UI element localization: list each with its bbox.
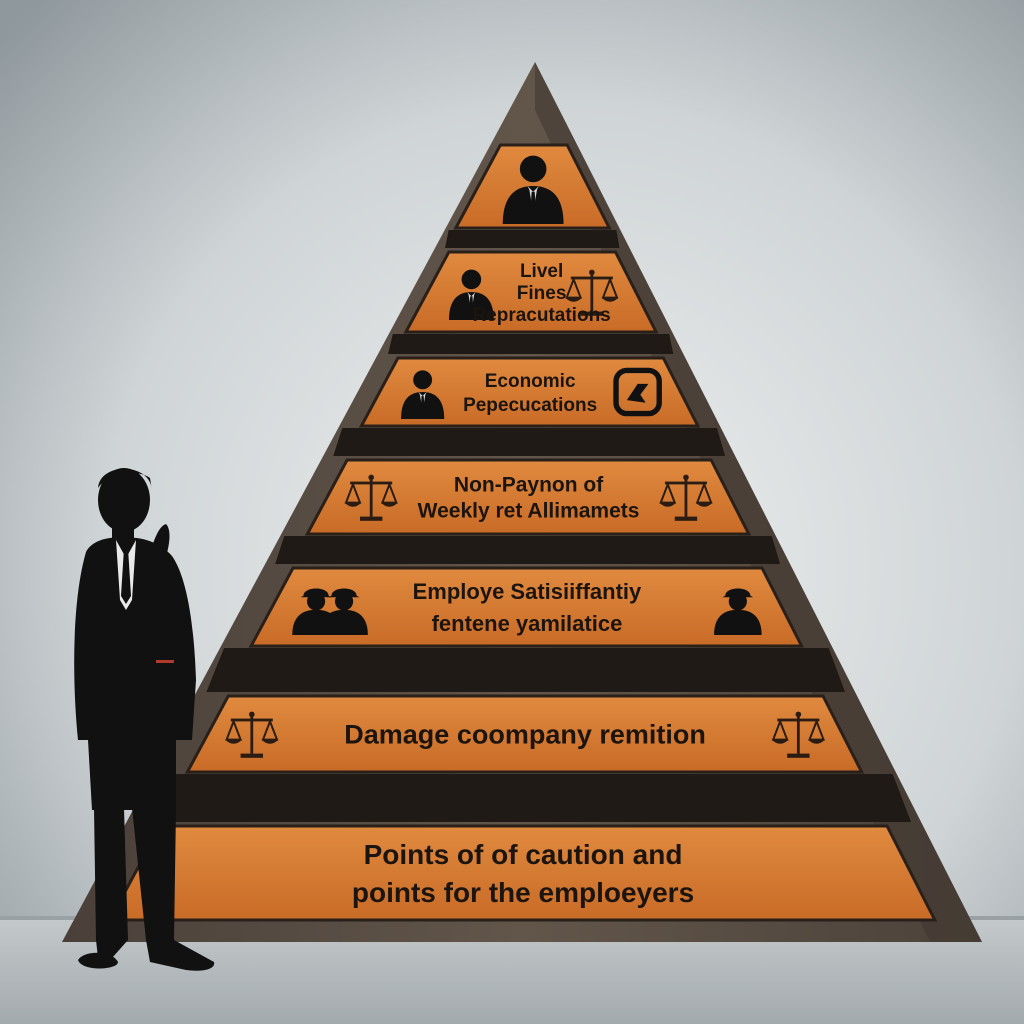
tier-label-line: Points of of caution and (364, 839, 683, 870)
pyramid-tier-1 (453, 143, 612, 230)
pyramid-tier-6: Damage coompany remition (184, 694, 865, 774)
pyramid-right-shade (535, 62, 982, 942)
tier-panel (248, 566, 805, 648)
tier-label-line: Fines (517, 283, 567, 304)
pyramid-step-ledge (333, 428, 726, 456)
tier-label-line: Economic (485, 371, 576, 392)
pyramid-step-ledge (388, 334, 674, 354)
tier-label-line: Pepecucations (463, 395, 597, 416)
tier-label-line: Damage coompany remition (344, 720, 706, 750)
pyramid-step-ledge (445, 230, 620, 248)
pyramid-tier-4: Non-Paynon of Weekly ret Allimamets (304, 458, 752, 536)
tier-label-line: Weekly ret Allimamets (418, 500, 640, 523)
tier-panel (107, 824, 938, 922)
tier-label-line: fentene yamilatice (432, 611, 623, 636)
pyramid-step-ledge (206, 648, 846, 692)
pyramid-tier-5: Employe Satisiiffantiy fentene yamilatice (248, 566, 805, 648)
tier-panel (358, 356, 701, 428)
thinking-businessman-silhouette (74, 468, 215, 971)
tier-label-line: Non-Paynon of (454, 474, 604, 497)
tier-panel (184, 694, 865, 774)
tier-label-line: Livel (520, 261, 563, 282)
pyramid-step-ledge (136, 774, 912, 822)
tier-label-line: points for the emploeyers (352, 877, 694, 908)
tier-label-line: Repracutations (472, 305, 610, 326)
pyramid-tier-7: Points of of caution and points for the e… (107, 824, 938, 922)
pyramid: LivelFinesRepracutationsEconomicPepecuca… (62, 62, 982, 942)
pyramid-step-ledge (275, 536, 780, 564)
tier-label-line: Employe Satisiiffantiy (413, 579, 642, 604)
tier-panel (304, 458, 752, 536)
